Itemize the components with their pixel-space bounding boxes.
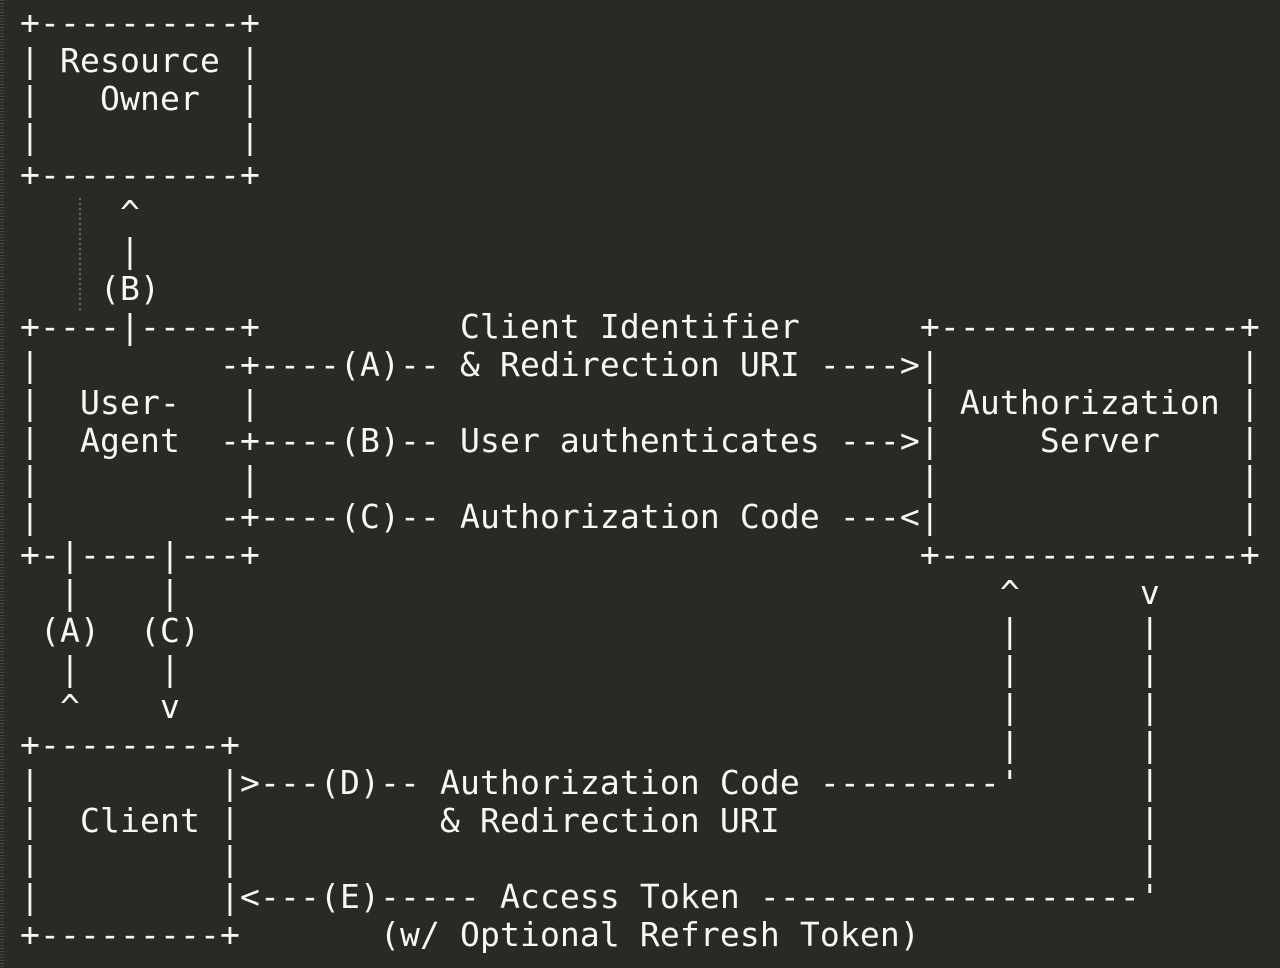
indent-guide-line [79,198,81,310]
oauth-authorization-code-flow-ascii-diagram: +----------+ | Resource | | Owner | | | … [20,3,1260,954]
left-edge-texture [0,0,4,968]
